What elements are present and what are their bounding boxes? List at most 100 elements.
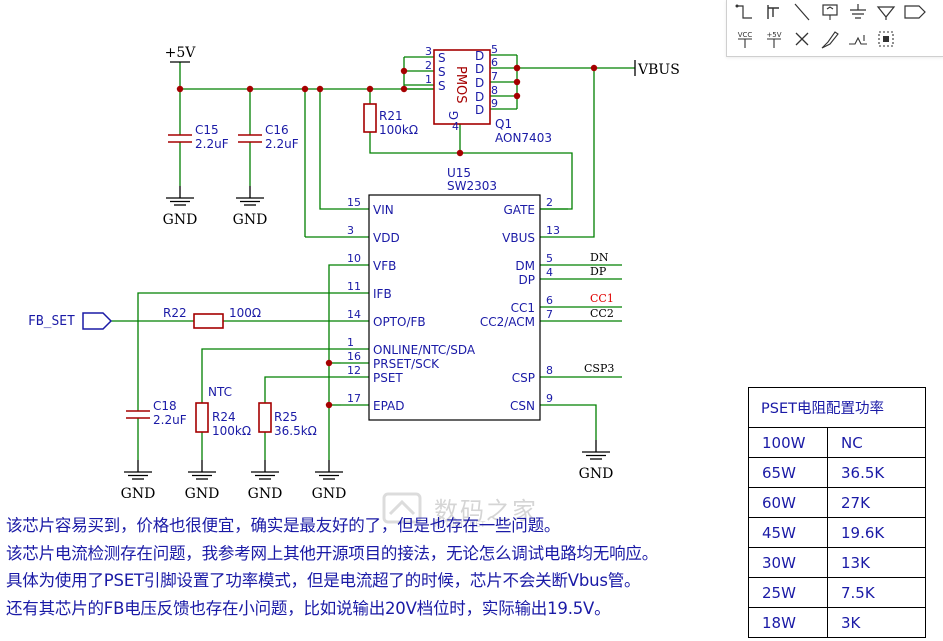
pin-name: G [447,111,461,120]
resistor-ref: R24 [212,410,236,424]
wire [264,376,341,403]
table-cell: 7.5K [827,577,926,608]
netport-icon [904,5,926,19]
table-cell: 19.6K [827,517,926,548]
wire-tool[interactable] [733,1,757,23]
pin-name: VDD [373,231,400,245]
resistor-body [193,313,224,329]
capacitor-ref: C15 [195,123,219,137]
net-label: DP [590,265,607,278]
junction-dot [513,92,521,100]
u15-part: SW2303 [447,179,497,193]
pin-number: 9 [491,97,498,110]
resistor-ref: R25 [274,410,298,424]
pin-number: 4 [546,266,553,279]
table-cell: 100W [748,427,828,458]
pin-number: 2 [425,59,432,72]
note-line: 还有其芯片的FB电压反馈也存在小问题，比如说输出20V档位时，实际输出19.5V… [6,598,611,618]
gnd-label: GND [163,212,198,228]
pin-name: EPAD [373,399,405,413]
junction-dot [366,85,374,93]
pin-number: 1 [425,73,432,86]
capacitor-value: 2.2uF [153,413,187,427]
pin-name: DP [519,273,535,287]
pin-number: 5 [546,252,553,265]
wire [568,404,597,440]
junction-dot [590,64,598,72]
resistor-value: 100Ω [229,306,261,320]
table-cell: 36.5K [827,457,926,488]
pin-name: VBUS [502,231,535,245]
pin-name: CSP [512,371,535,385]
q1-ref: Q1 [495,117,512,131]
pin-number: 1 [347,336,354,349]
pin-name: VIN [373,203,394,217]
pin-number: 7 [491,70,498,83]
pin-name: D [475,103,484,117]
pmos-body [433,49,491,125]
table-cell: 25W [748,577,828,608]
pin-number: 8 [491,84,498,97]
plus5v-icon [767,38,781,48]
pin-number: 15 [347,196,361,209]
capacitor-ref: C18 [153,399,177,413]
gnd-label: GND [579,466,614,482]
pin-number: 10 [347,252,361,265]
junction-dot [456,149,464,157]
pin-name: D [475,76,484,90]
fbset-label: FB_SET [28,314,75,329]
junction-dot [176,85,184,93]
ground-icon [850,4,866,19]
pin-name: ONLINE/NTC/SDA [373,343,476,357]
table-cell: NC [827,427,926,458]
table-cell: 45W [748,517,828,548]
bus-tool[interactable] [762,1,786,23]
junction-dot [301,85,309,93]
junction-dot [513,64,521,72]
pin-name: PRSET/SCK [373,357,440,371]
note-line: 该芯片电流检测存在问题，我参考网上其他开源项目的接法，无论怎么调试电路均无响应。 [6,543,659,563]
resistor-body [195,402,209,433]
junction-dot [400,85,408,93]
net-label: CC1 [590,292,614,305]
gnd-label: GND [185,486,220,502]
u15-ref: U15 [447,166,471,180]
pin-name: VFB [373,259,396,273]
pin-name: S [438,51,446,65]
table-cell: 60W [748,487,828,518]
plus5v-icon: +5V [766,31,781,39]
wire [201,348,341,403]
u15-body [368,194,541,421]
no-connect-icon [795,32,809,46]
line-icon [794,3,810,21]
pin-name: CC1 [511,301,535,315]
pin-number: 8 [546,364,553,377]
pin-number: 3 [425,45,432,58]
components [82,49,636,480]
drawing-toolbar: VCC+5V [726,0,943,57]
pin-number: 6 [491,56,498,69]
capacitor-value: 2.2uF [195,137,229,151]
gnd-label: GND [312,486,347,502]
junction-dot [513,78,521,86]
junction-dot [325,359,333,367]
pin-number: 5 [491,43,498,56]
pin-name: GATE [504,203,536,217]
netflag-icon [876,6,896,20]
resistor-ref: R22 [163,306,187,320]
table-cell: 30W [748,547,828,578]
pin-number: 13 [546,224,560,237]
net-label: CC2 [590,307,614,320]
wire [568,68,595,238]
junction-dot [316,85,324,93]
wire-icon [737,5,752,19]
select-region-icon [883,36,889,42]
